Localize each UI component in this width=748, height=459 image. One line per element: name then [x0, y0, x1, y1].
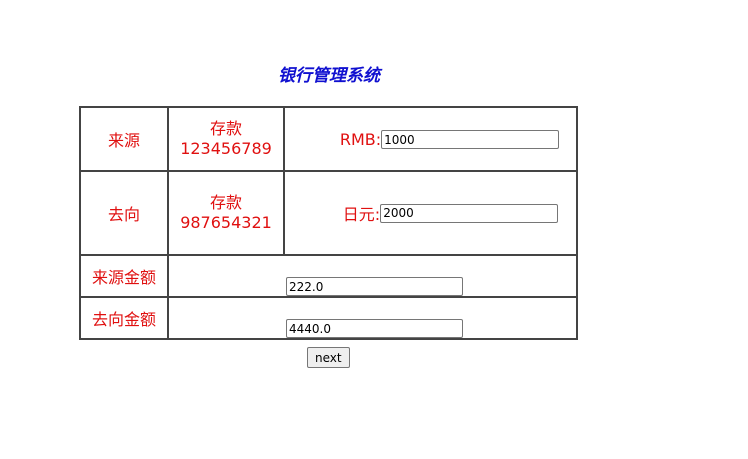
source-account-number: 123456789	[180, 139, 272, 158]
source-account-type: 存款	[209, 119, 242, 138]
destination-account-type: 存款	[209, 193, 242, 212]
destination-amount-value-input[interactable]	[286, 319, 463, 338]
source-amount-value-input[interactable]	[286, 277, 463, 296]
destination-amount-cell: 日元:	[283, 170, 578, 256]
source-currency-label: RMB:	[339, 130, 382, 149]
source-amount-input[interactable]	[381, 130, 560, 149]
source-amount-cell: RMB:	[283, 106, 578, 172]
source-amount-row: 来源金额	[79, 254, 578, 298]
source-amount-value-cell	[167, 254, 578, 298]
source-amount-label: 来源金额	[79, 254, 169, 298]
destination-amount-label: 去向金额	[79, 296, 169, 340]
destination-account-number: 987654321	[180, 213, 272, 232]
source-row: 来源 存款 123456789 RMB:	[79, 106, 578, 172]
page-title: 银行管理系统	[278, 66, 380, 86]
next-button[interactable]: next	[307, 347, 350, 368]
destination-amount-input[interactable]	[380, 203, 559, 223]
destination-currency-label: 日元:	[342, 205, 381, 224]
source-label: 来源	[79, 106, 169, 172]
destination-amount-row: 去向金额	[79, 296, 578, 340]
destination-amount-value-cell	[167, 296, 578, 340]
destination-label: 去向	[79, 170, 169, 256]
source-account: 存款 123456789	[167, 106, 285, 172]
destination-account: 存款 987654321	[167, 170, 285, 256]
destination-row: 去向 存款 987654321 日元:	[79, 170, 578, 256]
transfer-table: 来源 存款 123456789 RMB: 去向 存款 987654321 日元:	[79, 106, 578, 340]
